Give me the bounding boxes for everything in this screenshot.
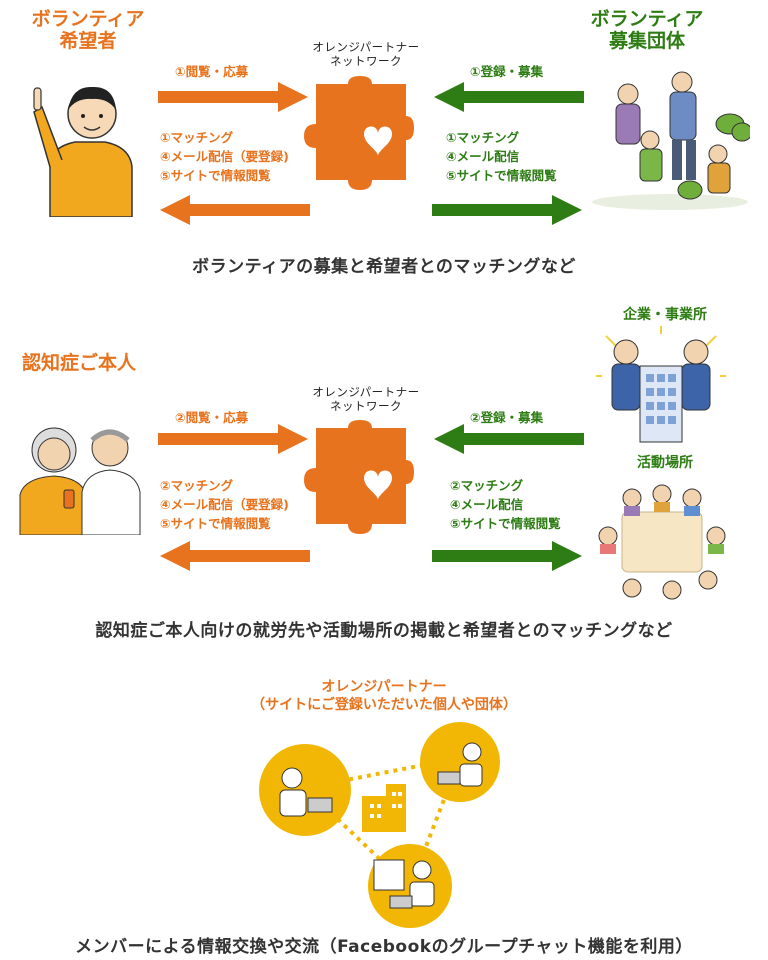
label-hub-to-seeker-1: ①マッチング ④メール配信（要登録) ⑤サイトで情報閲覧 [160,128,289,185]
arrow-hub-to-org [432,195,582,225]
network-hub-puzzle-icon [304,76,414,190]
arrow-hub-to-person [160,541,310,571]
company-building-illustration [596,326,726,443]
label-hub-to-person-2: ②マッチング ④メール配信（要登録) ⑤サイトで情報閲覧 [160,476,289,533]
section1-caption: ボランティアの募集と希望者とのマッチングなど [192,257,576,277]
label-register-recruit-2: ②登録・募集 [470,410,544,425]
volunteer-person-illustration [33,86,133,217]
label-mail: ④メール配信（要登録) [160,497,289,512]
label-site: ⑤サイトで情報閲覧 [160,168,271,183]
partner-title: オレンジパートナー [321,679,447,695]
elderly-couple-illustration [19,427,141,535]
label-matching: ①マッチング [160,130,234,145]
label-matching: ①マッチング [446,130,520,145]
label-hub-to-company-2: ②マッチング ④メール配信 ⑤サイトで情報閲覧 [450,476,561,533]
section3-caption: メンバーによる情報交換や交流（Facebookのグループチャット機能を利用） [75,937,693,957]
section2-caption: 認知症ご本人向けの就労先や活動場所の掲載と希望者とのマッチングなど [95,621,673,641]
arrow-hub-to-company [432,541,582,571]
label-matching: ②マッチング [450,478,524,493]
arrow-seeker-to-hub [158,82,308,112]
hub-network-label: オレンジパートナー ネットワーク [312,40,420,68]
volunteer-org-label: ボランティア 募集団体 [590,8,704,52]
arrow-org-to-hub [434,82,584,112]
label-site: ⑤サイトで情報閲覧 [160,516,271,531]
volunteer-seeker-label: ボランティア 希望者 [31,8,145,52]
label-register-recruit-1: ①登録・募集 [470,64,544,79]
label-hub-to-org-1: ①マッチング ④メール配信 ⑤サイトで情報閲覧 [446,128,557,185]
label-site: ⑤サイトで情報閲覧 [450,516,561,531]
dementia-person-label: 認知症ご本人 [22,352,137,374]
label-mail: ④メール配信（要登録) [160,149,289,164]
activity-place-label: 活動場所 [637,455,693,471]
label-browse-apply-2: ②閲覧・応募 [175,410,249,425]
activity-place-illustration [598,484,726,600]
partner-subtitle: （サイトにご登録いただいた個人や団体） [251,697,517,713]
building-icon [362,784,406,832]
company-label: 企業・事業所 [623,307,707,323]
arrow-person-to-hub [158,424,308,454]
arrow-company-to-hub [434,424,584,454]
partner-network-illustration [259,722,500,928]
label-site: ⑤サイトで情報閲覧 [446,168,557,183]
label-browse-apply-1: ①閲覧・応募 [175,64,249,79]
volunteer-group-illustration [592,71,750,210]
arrow-hub-to-seeker [160,195,310,225]
label-mail: ④メール配信 [446,149,520,164]
label-matching: ②マッチング [160,478,234,493]
hub-network-label-2: オレンジパートナー ネットワーク [312,385,420,413]
label-mail: ④メール配信 [450,497,524,512]
network-hub-puzzle-icon-2 [304,420,414,534]
